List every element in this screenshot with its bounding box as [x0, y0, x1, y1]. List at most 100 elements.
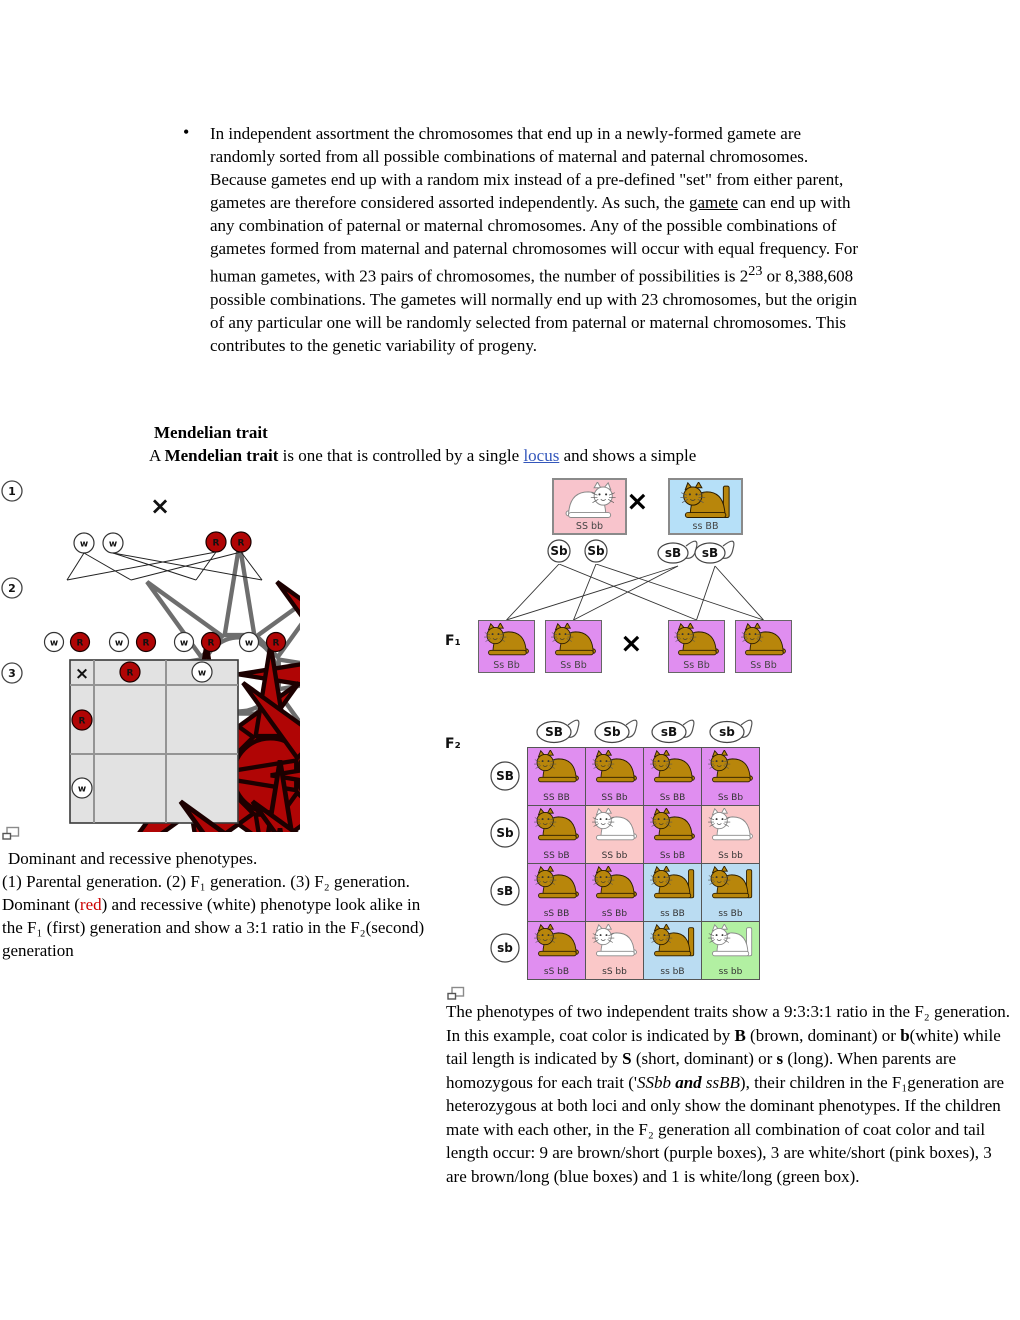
brown-cat-short-tail-icon [672, 623, 722, 657]
brown-cat-short-tail-icon [706, 750, 756, 784]
paragraph-text: In independent assortment the chromosome… [210, 124, 844, 212]
f2-cell: ss Bb [702, 864, 760, 922]
genotype-label: Ss Bb [493, 660, 520, 671]
step-circle [1, 577, 23, 599]
intro-text: is one that is controlled by a single [278, 446, 524, 465]
f2-row-label: sB [497, 884, 513, 898]
punnett-row-label: w [78, 785, 86, 795]
caption-bold-italic: and [670, 1072, 706, 1092]
brown-cat-short-tail-icon [532, 866, 582, 900]
f1-cat-box: Ss Bb [668, 620, 725, 673]
genotype-label: Ss bB [659, 851, 686, 861]
gamete-label: R [77, 639, 84, 649]
brown-cat-short-tail-icon [532, 924, 582, 958]
f2-cell: ss bB [644, 922, 702, 980]
f2-cell: Ss bB [644, 806, 702, 864]
genotype-label: ss BB [660, 909, 685, 919]
intro-text: A [149, 446, 165, 465]
f2-cell: sS Bb [586, 864, 644, 922]
f2-col-label: Sb [603, 725, 621, 739]
brown-cat-long-tail-icon [706, 866, 756, 900]
f2-cell: SS BB [528, 748, 586, 806]
f2-row-header-egg-icon: Sb [490, 818, 520, 848]
caption-bold: B [734, 1025, 746, 1045]
f2-cell: SS bB [528, 806, 586, 864]
f2-col-header-sperm-icon: sB [651, 719, 695, 744]
gamete-link[interactable]: gamete [688, 193, 739, 212]
parent-box-white-cat: SS bb [552, 478, 627, 535]
brown-cat-short-tail-icon [648, 808, 698, 842]
caption-body: (1) Parental generation. (2) F₁ generati… [2, 870, 432, 962]
white-cat-short-tail-icon [590, 808, 640, 842]
flower-figure-caption: Dominant and recessive phenotypes. (1) P… [2, 847, 432, 962]
f2-cell: Ss BB [644, 748, 702, 806]
gamete-label: w [245, 639, 253, 649]
brown-cat-short-tail-icon [739, 623, 789, 657]
mendelian-trait-heading: Mendelian trait [154, 423, 268, 442]
f2-cell: ss BB [644, 864, 702, 922]
f2-cell: sS BB [528, 864, 586, 922]
f2-col-header-sperm-icon: sb [708, 719, 752, 744]
brown-cat-short-tail-icon [549, 623, 599, 657]
brown-cat-long-tail-icon [648, 866, 698, 900]
paragraph-text: or 8,388,608 possible combinations. The … [210, 266, 858, 355]
caption-text: (1) Parental generation. (2) F₁ generati… [2, 872, 410, 914]
gamete-label: w [80, 540, 88, 550]
gamete-label: w [180, 639, 188, 649]
f2-col-label: sb [719, 725, 735, 739]
caption-bold: s [776, 1049, 784, 1068]
brown-cat-short-tail-icon [532, 808, 582, 842]
caption-bold: b [900, 1025, 910, 1045]
gamete-sperm-icon: sB [694, 540, 735, 564]
f2-row-header-egg-icon: sB [490, 876, 520, 906]
gamete-circle [69, 631, 91, 653]
step-number: 1 [8, 485, 16, 498]
inheritance-lines [506, 564, 764, 621]
f2-cell: ss bb [702, 922, 760, 980]
step-number: 3 [8, 667, 16, 680]
genotype-label: SS bb [575, 521, 604, 532]
f2-row-label: Sb [496, 826, 514, 840]
punnett-col-label: w [198, 669, 206, 679]
f2-row-header-egg-icon: sb [490, 933, 520, 963]
exponent: 23 [748, 263, 763, 279]
punnett-col-header [119, 661, 141, 683]
caption-text: (short, dominant) or [631, 1049, 777, 1068]
gamete-label: R [208, 639, 215, 649]
intro-bold: Mendelian trait [164, 446, 279, 465]
genotype-label: SS Bb [601, 793, 628, 803]
punnett-row-header [71, 709, 93, 731]
genotype-label: Ss Bb [750, 660, 777, 671]
genotype-label: Ss BB [659, 793, 686, 803]
locus-link[interactable]: locus [523, 446, 560, 465]
caption-text: (long). When parents are homozygous for … [446, 1049, 957, 1092]
caption-text: (brown, dominant) or [745, 1025, 901, 1045]
gamete-label: R [143, 639, 150, 649]
gamete-label: sB [702, 546, 718, 560]
genotype-label: sS Bb [601, 909, 628, 919]
genotype-label: ss BB [692, 521, 719, 532]
genotype-label: sS bB [543, 967, 570, 977]
genotype-label: sS bb [602, 967, 627, 977]
genotype-label: Ss bb [718, 851, 743, 861]
gamete-label: w [109, 540, 117, 550]
f1-cat-box: Ss Bb [478, 620, 535, 673]
caption-line: Dominant and recessive phenotypes. [8, 849, 258, 868]
genotype-label: Ss Bb [560, 660, 587, 671]
step-circle [1, 480, 23, 502]
brown-cat-short-tail-icon [648, 750, 698, 784]
gamete-circle [43, 631, 65, 653]
enlarge-icon[interactable] [2, 826, 20, 841]
enlarge-icon[interactable] [447, 986, 465, 1001]
mendelian-trait-intro: A Mendelian trait is one that is control… [149, 446, 869, 466]
step-number: 2 [8, 582, 16, 595]
brown-cat-long-tail-icon [648, 924, 698, 958]
gamete-circle [108, 631, 130, 653]
caption-text: ), their children in the F₁generation ar… [446, 1072, 1005, 1186]
inheritance-lines [66, 551, 263, 581]
cross-symbol: × [75, 664, 89, 684]
gamete-circle: Sb [584, 539, 608, 563]
f2-cell: SS bb [586, 806, 644, 864]
gamete-label: Sb [587, 544, 605, 558]
